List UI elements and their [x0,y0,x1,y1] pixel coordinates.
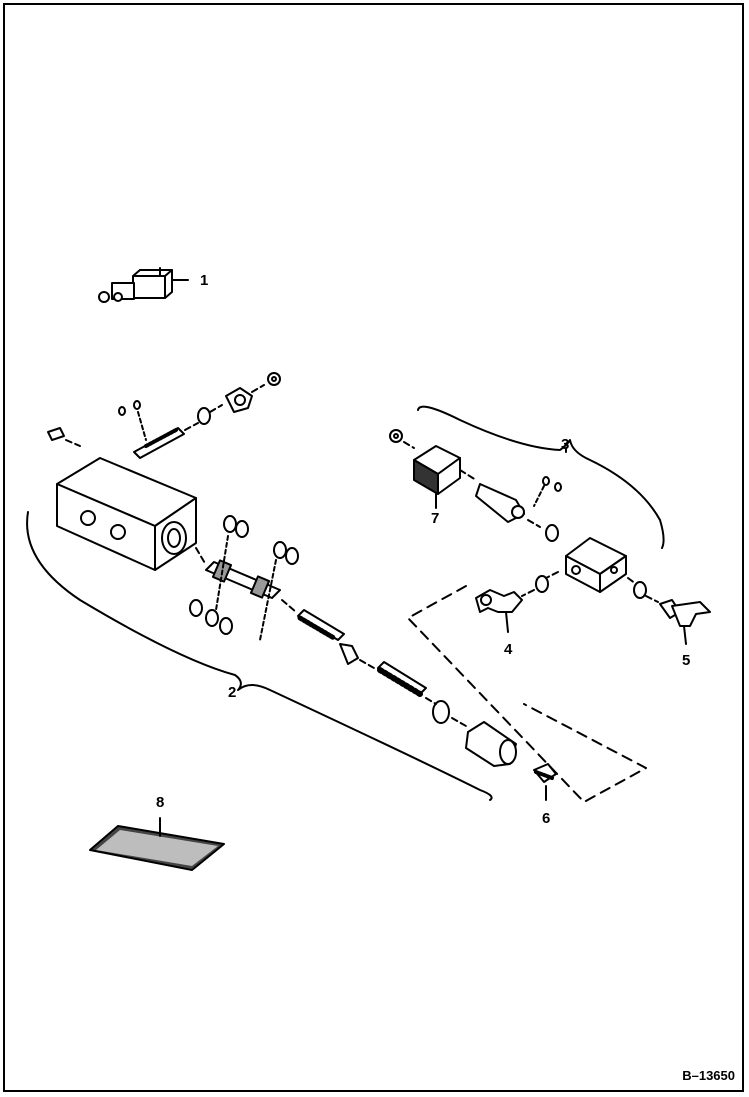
figure-number: B–13650 [682,1068,735,1083]
callout-8: 8 [156,794,164,811]
callout-5: 5 [682,652,690,669]
callout-1: 1 [200,272,208,289]
part-3-solenoid-assembly [389,405,665,603]
part-2-valve-block [26,372,517,801]
part-5-wing-fitting [659,599,711,645]
callout-6: 6 [542,810,550,827]
part-4-elbow-fitting [475,589,523,633]
callout-3: 3 [561,436,569,453]
part-8-decal [89,817,225,871]
callout-2: 2 [228,684,236,701]
callout-7: 7 [431,510,439,527]
part-1-switch [98,267,189,303]
callout-4: 4 [504,641,513,658]
page-border [3,3,744,1092]
